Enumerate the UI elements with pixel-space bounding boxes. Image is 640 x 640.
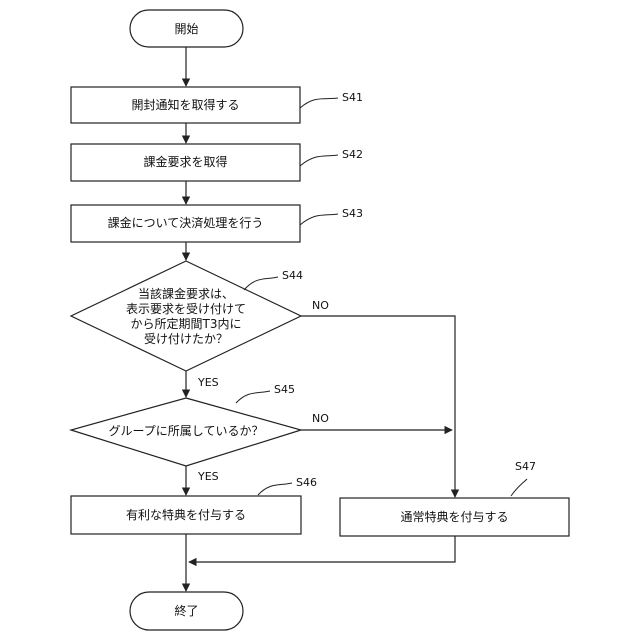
edge-s47-merge xyxy=(189,536,455,562)
step-s41: 開封通知を取得する S41 xyxy=(71,87,363,123)
decision-s45-label: グループに所属しているか？ xyxy=(109,424,264,438)
step-s47-id: S47 xyxy=(515,460,536,473)
step-s42-id: S42 xyxy=(342,148,363,161)
branch-s45-yes: YES xyxy=(197,470,219,483)
end-node: 終了 xyxy=(130,592,243,630)
step-s41-label: 開封通知を取得する xyxy=(131,97,239,112)
branch-s44-yes: YES xyxy=(197,376,219,389)
decision-s44: 当該課金要求は、 表示要求を受け付けて から所定期間T3内に 受け付けたか？ S… xyxy=(71,261,303,371)
decision-s44-id: S44 xyxy=(282,269,303,282)
step-s42: 課金要求を取得 S42 xyxy=(71,144,363,181)
branch-s44-no: NO xyxy=(312,299,329,312)
step-s46-id: S46 xyxy=(296,476,317,489)
step-s41-id: S41 xyxy=(342,91,363,104)
step-s43-label: 課金について決済処理を行う xyxy=(108,215,264,230)
step-s42-label: 課金要求を取得 xyxy=(143,154,227,169)
step-s43-id: S43 xyxy=(342,207,363,220)
edge-s44-no xyxy=(301,316,455,497)
branch-s45-no: NO xyxy=(312,412,329,425)
end-label: 終了 xyxy=(174,603,198,618)
decision-s44-line-3: から所定期間T3内に xyxy=(131,316,242,331)
step-s46: 有利な特典を付与する S46 xyxy=(71,476,317,534)
step-s46-label: 有利な特典を付与する xyxy=(126,507,246,522)
decision-s44-line-4: 受け付けたか？ xyxy=(144,332,228,346)
step-s47-label: 通常特典を付与する xyxy=(400,509,508,524)
decision-s44-line-2: 表示要求を受け付けて xyxy=(126,302,246,316)
decision-s45-id: S45 xyxy=(274,383,295,396)
step-s43: 課金について決済処理を行う S43 xyxy=(71,205,363,242)
start-label: 開始 xyxy=(174,22,198,36)
decision-s44-line-1: 当該課金要求は、 xyxy=(138,286,234,301)
start-node: 開始 xyxy=(130,10,243,47)
